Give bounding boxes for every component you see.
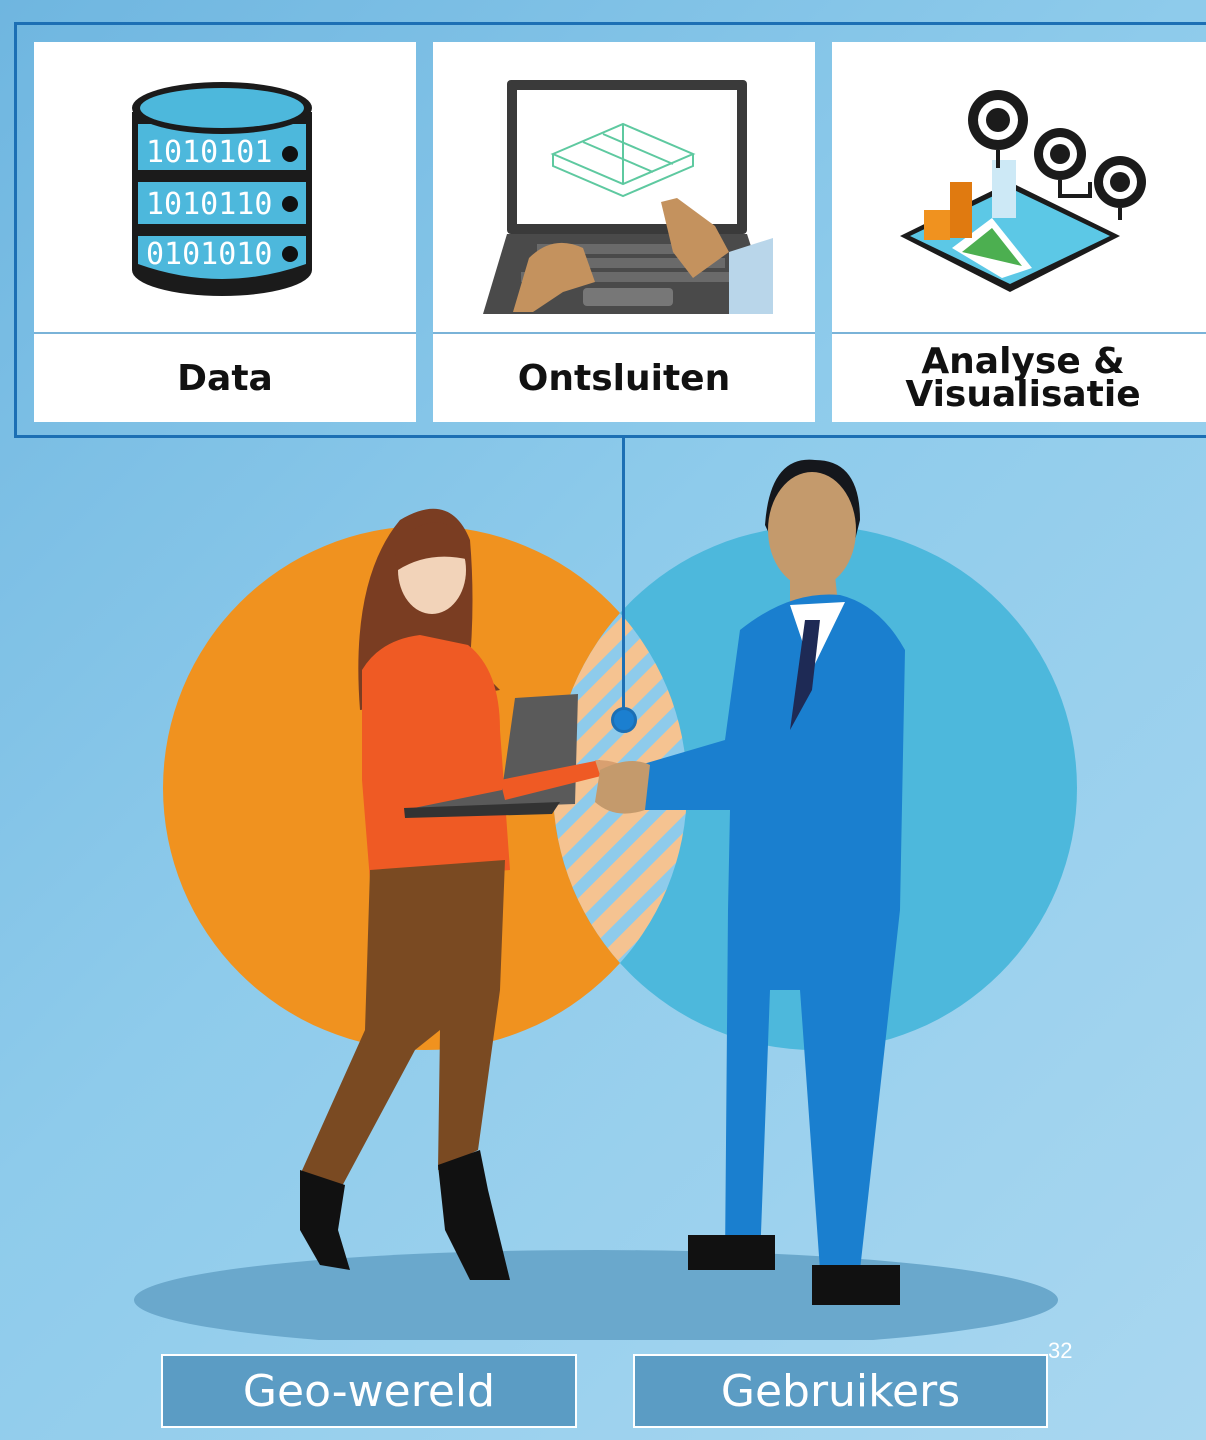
card-label-ontsluiten: Ontsluiten	[517, 357, 731, 399]
cards-frame	[14, 22, 1206, 438]
ground-shadow	[134, 1250, 1058, 1340]
card-ontsluiten: Ontsluiten	[433, 42, 815, 422]
connector-dot	[611, 707, 637, 733]
database-icon: 1010101 1010110 0101010	[132, 82, 312, 296]
man-figure	[595, 459, 905, 1305]
laptop-icon	[483, 80, 773, 314]
card-divider	[34, 332, 416, 334]
woman-figure	[300, 508, 630, 1280]
card-label-line1: Analyse &	[921, 341, 1125, 382]
card-data: 1010101 1010110 0101010 Data	[34, 42, 416, 422]
analytics-gears-icon	[900, 90, 1146, 292]
card-label-analyse: Analyse & Visualisatie	[832, 334, 1206, 422]
venn-illustration	[134, 459, 1077, 1340]
gebruikers-label: Gebruikers	[633, 1354, 1048, 1428]
connector-line	[622, 438, 625, 718]
database-row-3: 0101010	[146, 237, 272, 272]
page-number: 32	[1048, 1338, 1073, 1363]
database-row-1: 1010101	[146, 135, 272, 170]
card-label-line2: Visualisatie	[905, 374, 1141, 415]
card-divider	[832, 332, 1206, 334]
card-analyse-visualisatie: Analyse & Visualisatie	[832, 42, 1206, 422]
geo-wereld-label: Geo-wereld	[161, 1354, 577, 1428]
database-row-2: 1010110	[146, 187, 272, 222]
card-label-data: Data	[177, 357, 273, 399]
card-divider	[433, 332, 815, 334]
